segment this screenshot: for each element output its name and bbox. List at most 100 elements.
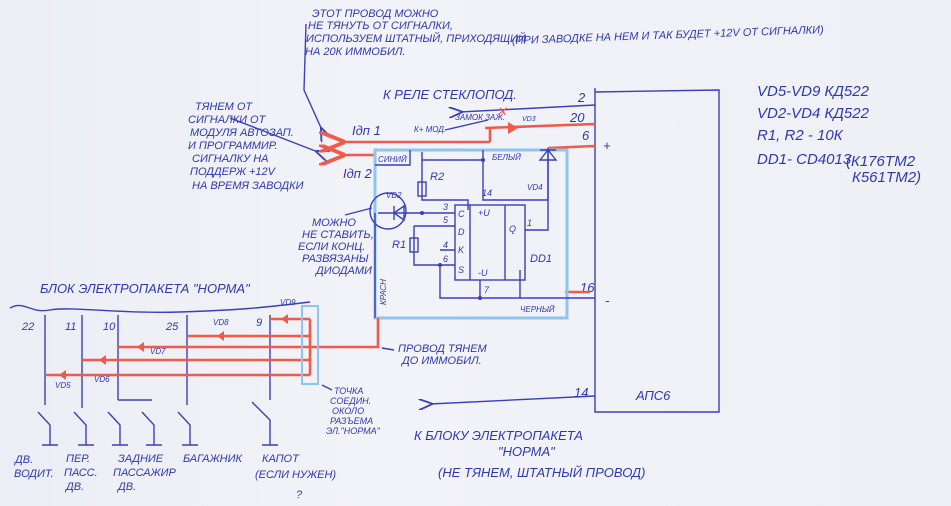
- note-arrow: [229, 117, 318, 152]
- dd1-chip: [454, 204, 526, 281]
- note-line: МОДУЛЯ АВТОЗАП.: [190, 127, 294, 139]
- spec-line: VD5-VD9 КД522: [757, 83, 870, 100]
- vd2-diode: [392, 204, 405, 222]
- note-line: СИГНАЛКУ НА: [192, 153, 268, 165]
- junction-highlight: [301, 305, 319, 385]
- module-boundary: [373, 148, 569, 320]
- vd5-label: VD5: [55, 381, 71, 390]
- black-wire-label: ЧЕРНЫЙ: [520, 305, 555, 314]
- leader: [381, 347, 395, 351]
- junction-note: ТОЧКА СОЕДИН. ОКОЛО РАЗЪЕМА ЭЛ."НОРМА": [321, 384, 381, 436]
- pin-label: -: [605, 293, 610, 308]
- leader: [444, 119, 489, 131]
- r2-resistor: [417, 181, 427, 197]
- note-line: СОЕДИН.: [330, 396, 371, 406]
- note-line: НЕ СТАВИТЬ,: [302, 229, 374, 241]
- switch-label: ДВ.: [64, 481, 84, 493]
- block-edge: [9, 301, 311, 314]
- pin-number: 7: [484, 285, 490, 295]
- lock-label: ЗАМОК ЗАЖ.: [455, 113, 505, 122]
- chip-pin: S: [458, 265, 464, 275]
- chip-pin: +U: [478, 208, 490, 218]
- pin-number: 3: [443, 202, 448, 212]
- note-line: ТЯНЕМ ОТ: [195, 101, 253, 113]
- leader: [321, 384, 333, 391]
- white-wire-label: БЕЛЫЙ: [492, 153, 521, 162]
- diode-note: МОЖНО НЕ СТАВИТЬ, ЕСЛИ КОНЦ. РАЗВЯЗАНЫ Д…: [298, 207, 374, 277]
- note-line: РАЗВЯЗАНЫ: [302, 253, 369, 265]
- note-arrow: [303, 23, 322, 130]
- vd6-label: VD6: [94, 375, 110, 384]
- chip-pin: -U: [478, 268, 488, 278]
- note-line: ПОДДЕРЖ +12V: [190, 166, 277, 178]
- spec-line: VD2-VD4 КД522: [757, 105, 870, 122]
- pin-label: 9: [256, 317, 262, 329]
- pin-number: 14: [482, 188, 492, 198]
- vd8-label: VD8: [213, 318, 229, 327]
- pin-number: 1: [527, 218, 532, 228]
- vd2-highlight: [369, 192, 407, 230]
- cut-mark: ✕: [496, 104, 508, 119]
- aps6-unit: АПС6 2 20 6 + 16 - 14: [569, 88, 720, 413]
- relay-label: К РЕЛЕ СТЕКЛОПОД.: [383, 87, 517, 102]
- note-line: ОКОЛО: [332, 406, 364, 416]
- note-line: ТОЧКА: [334, 386, 363, 396]
- norma-block: БЛОК ЭЛЕКТРОПАКЕТА "НОРМА" 22 11 10 25 9…: [9, 281, 380, 501]
- switch-label: КАПОТ: [262, 453, 300, 465]
- norma-title: БЛОК ЭЛЕКТРОПАКЕТА "НОРМА": [40, 281, 251, 296]
- spec-line: К561ТМ2): [852, 169, 921, 186]
- note-line: НА ВРЕМЯ ЗАВОДКИ: [192, 180, 304, 192]
- red-wire: [547, 144, 596, 150]
- pin-number: 6: [443, 254, 448, 264]
- pin-label: 25: [165, 321, 179, 333]
- note-line: МОЖНО: [312, 217, 356, 229]
- idp2-label: Iдп 2: [343, 166, 373, 181]
- switch-label: ?: [296, 489, 303, 501]
- pin-label: 22: [21, 321, 34, 333]
- pin-number: 5: [443, 215, 449, 225]
- note-line: ЭТОТ ПРОВОД МОЖНО: [312, 8, 439, 20]
- kmod-label: К+ МОД.: [414, 125, 446, 134]
- bottom-note: К БЛОКУ ЭЛЕКТРОПАКЕТА: [414, 428, 583, 443]
- note-line: НЕ ТЯНУТЬ ОТ СИГНАЛКИ,: [308, 20, 453, 32]
- pin-label: 2: [577, 90, 586, 105]
- switch-label: ПАССАЖИР: [113, 467, 177, 479]
- spec-line: R1, R2 - 10К: [757, 127, 844, 144]
- r1-resistor: [409, 237, 419, 253]
- note-line: (ПРИ ЗАВОДКЕ НА НЕМ И ТАК БУДЕТ +12V ОТ …: [512, 24, 825, 47]
- norma-wire: [430, 395, 596, 404]
- aps6-label: АПС6: [635, 388, 671, 403]
- note-line: НА 20К ИММОБИЛ.: [305, 46, 406, 58]
- pin-label: 11: [65, 321, 76, 333]
- top-note: ЭТОТ ПРОВОД МОЖНО НЕ ТЯНУТЬ ОТ СИГНАЛКИ,…: [303, 8, 825, 130]
- note-line: ЭЛ."НОРМА": [326, 426, 381, 436]
- switch-label: ДВ.: [13, 454, 33, 466]
- pin-label: 6: [582, 128, 590, 143]
- vd9-label: VD9: [280, 298, 296, 307]
- switch-label: ЗАДНИЕ: [118, 453, 164, 465]
- relay-wire: [460, 104, 596, 112]
- blue-wire-label: СИНИЙ: [378, 155, 407, 164]
- chip-pin: D: [458, 227, 465, 237]
- pin-label: +: [603, 138, 611, 153]
- chip-pin: Q: [509, 224, 516, 234]
- r1-label: R1: [392, 239, 406, 251]
- vd2-label: VD2: [386, 191, 402, 200]
- switch-label: БАГАЖНИК: [183, 453, 242, 465]
- chip-pin: C: [458, 209, 465, 219]
- vd4-diode: [538, 148, 558, 161]
- spec-line: (К176ТМ2: [846, 153, 916, 170]
- spec-line: DD1- CD4013: [757, 151, 852, 168]
- vd3-label: VD3: [522, 116, 536, 123]
- note-line: И ПРОГРАММИР.: [188, 140, 277, 152]
- immobil-note: ДО ИММОБИЛ.: [400, 355, 482, 367]
- switch-label: ПЕР.: [66, 453, 90, 465]
- r2-label: R2: [430, 171, 444, 183]
- pin-number: 4: [443, 240, 448, 250]
- vd3-diode: [508, 122, 518, 134]
- immobil-note: ПРОВОД ТЯНЕМ: [398, 343, 488, 355]
- pin-label: 10: [103, 321, 116, 333]
- dd1-label: DD1: [530, 253, 552, 265]
- note-line: ДИОДАМИ: [314, 265, 372, 277]
